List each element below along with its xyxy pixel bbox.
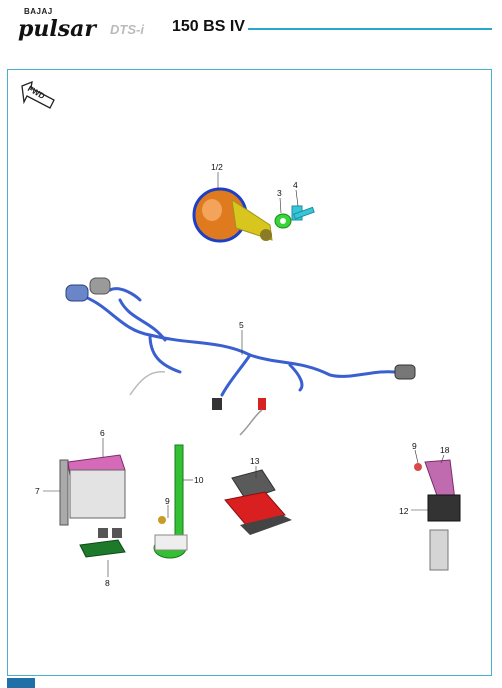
callout-battery-pad: 8 [105,578,110,588]
page-header: BAJAJ pulsar DTS-i 150 BS IV [0,0,502,60]
brand-name: BAJAJ [24,7,53,16]
page-tab [7,678,35,688]
bolt-part [291,205,315,221]
leader-lines [43,172,445,577]
callout-bolt: 4 [293,180,298,190]
callout-fuse-holder: 10 [194,475,204,485]
callout-battery: 6 [100,428,105,438]
brand-suffix: DTS-i [110,22,144,37]
wiring-harness [78,287,397,397]
callout-bracket: 18 [440,445,450,455]
fuse-holder-part [153,444,188,559]
callout-bolt-b: 9 [412,441,417,451]
forward-arrow-icon [21,80,55,109]
callout-nut: 3 [277,188,282,198]
callout-harness: 5 [239,320,244,330]
callout-horn: 1/2 [211,162,223,172]
battery-part [59,454,126,558]
callout-battery-strap: 7 [35,486,40,496]
callout-bolt-a: 9 [165,496,170,506]
header-divider [248,28,492,30]
harness-connectors [65,277,416,436]
flasher-part [224,469,292,535]
diagram-frame [7,69,492,676]
model-title: 150 BS IV [172,18,245,35]
callout-flasher: 13 [250,456,260,466]
callout-relay: 12 [399,506,409,516]
relay-part [414,459,461,571]
brand-logo: pulsar [18,16,96,42]
nut-part [274,213,292,229]
horn-part [192,187,273,243]
